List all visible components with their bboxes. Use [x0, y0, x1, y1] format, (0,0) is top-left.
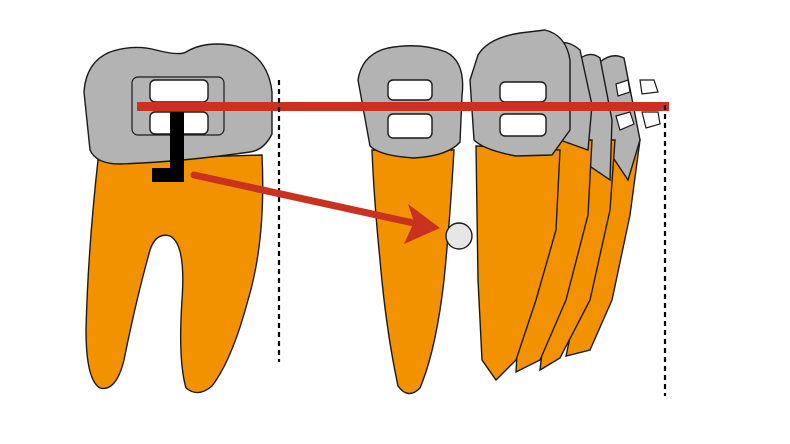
archwire: [137, 102, 669, 111]
far-brackets: [615, 79, 661, 131]
back-tooth-bracket: [499, 81, 547, 137]
far-bracket-3: [615, 111, 635, 131]
back-bracket-slot-bottom: [499, 113, 547, 137]
molar-bracket-slot-top: [149, 79, 209, 103]
back-bracket-slot-top: [499, 81, 547, 103]
front-tooth-root: [371, 149, 455, 395]
contact-point-marker: [445, 222, 473, 250]
front-tooth: [357, 45, 464, 395]
front-tooth-crown: [357, 45, 464, 159]
front-bracket-slot-top: [387, 79, 433, 101]
back-tooth-root-1: [475, 145, 561, 382]
force-arrow: [190, 171, 440, 244]
dashed-reference-lines: [277, 80, 667, 396]
molar-root: [85, 154, 264, 394]
far-bracket-4: [641, 111, 661, 129]
back-teeth: [469, 29, 641, 382]
force-arrow-shaft: [190, 171, 422, 228]
molar-tooth: [83, 43, 273, 394]
force-arrow-head: [404, 204, 440, 244]
far-bracket-2: [639, 79, 659, 95]
molar-hook: [152, 112, 184, 182]
far-bracket-1: [615, 79, 631, 97]
front-bracket-slot-bottom: [387, 113, 433, 139]
